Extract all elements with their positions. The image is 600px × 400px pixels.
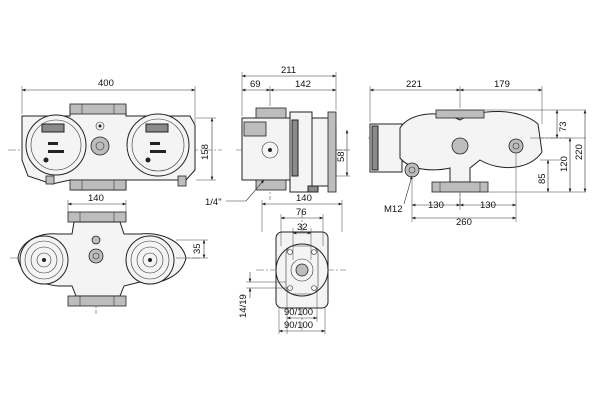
flange-view: 140 76 32 14/19 90/100 90/100 (238, 193, 346, 334)
dim-height-158: 158 (200, 144, 211, 160)
dim-right-85: 85 (537, 173, 548, 184)
dim-side-left: 69 (250, 79, 261, 90)
front-view: 400 158 (8, 78, 222, 191)
top-view: 140 35 (10, 193, 208, 314)
dim-right-73: 73 (558, 121, 569, 132)
dim-flange-76: 76 (296, 207, 307, 218)
dim-overall-width: 400 (98, 78, 114, 89)
bolt-thread-callout: M12 (384, 204, 402, 215)
dim-flange-pcd-1: 90/100 (284, 307, 313, 318)
dim-side-right: 142 (295, 79, 311, 90)
dim-right-179: 179 (494, 79, 510, 90)
dim-right-221: 221 (406, 79, 422, 90)
dim-side-overall: 211 (281, 65, 296, 76)
dim-flange-pcd-2: 90/100 (284, 320, 313, 331)
dim-top-35: 35 (192, 243, 203, 254)
dim-side-58: 58 (336, 151, 347, 162)
right-view: 221 179 73 120 220 85 130 130 260 M12 (368, 79, 587, 228)
dim-bolt-260: 260 (456, 217, 472, 228)
dim-right-120: 120 (559, 156, 570, 172)
dim-top-140: 140 (88, 193, 104, 204)
thread-callout: 1/4" (205, 197, 222, 208)
dim-flange-140: 140 (296, 193, 312, 204)
dim-bolt-130-left: 130 (428, 200, 444, 211)
dim-flange-hole: 14/19 (238, 294, 249, 318)
dim-bolt-130-right: 130 (480, 200, 496, 211)
side-view: 211 69 142 58 1/4" (205, 65, 350, 208)
dim-flange-32: 32 (297, 222, 308, 233)
dim-right-220: 220 (574, 144, 585, 160)
